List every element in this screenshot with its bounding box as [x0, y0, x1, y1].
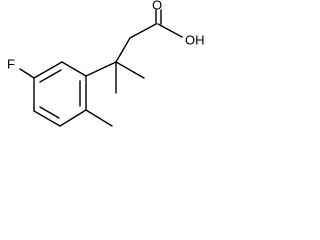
- fluorine-atom-label: F: [7, 56, 15, 71]
- ring-bond: [59, 109, 87, 127]
- benzene-ring: [33, 61, 87, 127]
- chain-bond: [129, 23, 157, 39]
- carbonyl-oxygen-label: O: [152, 0, 162, 12]
- molecule-structure-diagram: F O OH: [7, 0, 205, 127]
- gem-methyl-bond: [115, 61, 145, 79]
- aryl-methyl-bond: [85, 109, 113, 127]
- ring-bond: [61, 61, 87, 77]
- aryl-quaternary-bond: [85, 61, 117, 77]
- chain-bond: [115, 37, 131, 63]
- ring-double-bond: [39, 69, 62, 83]
- hydroxyl-bond: [157, 23, 183, 38]
- fluorine-bond: [19, 68, 35, 79]
- hydroxyl-label: OH: [185, 32, 205, 47]
- ring-bond: [33, 110, 61, 127]
- ring-double-bond: [39, 106, 60, 119]
- ring-bond: [33, 61, 63, 79]
